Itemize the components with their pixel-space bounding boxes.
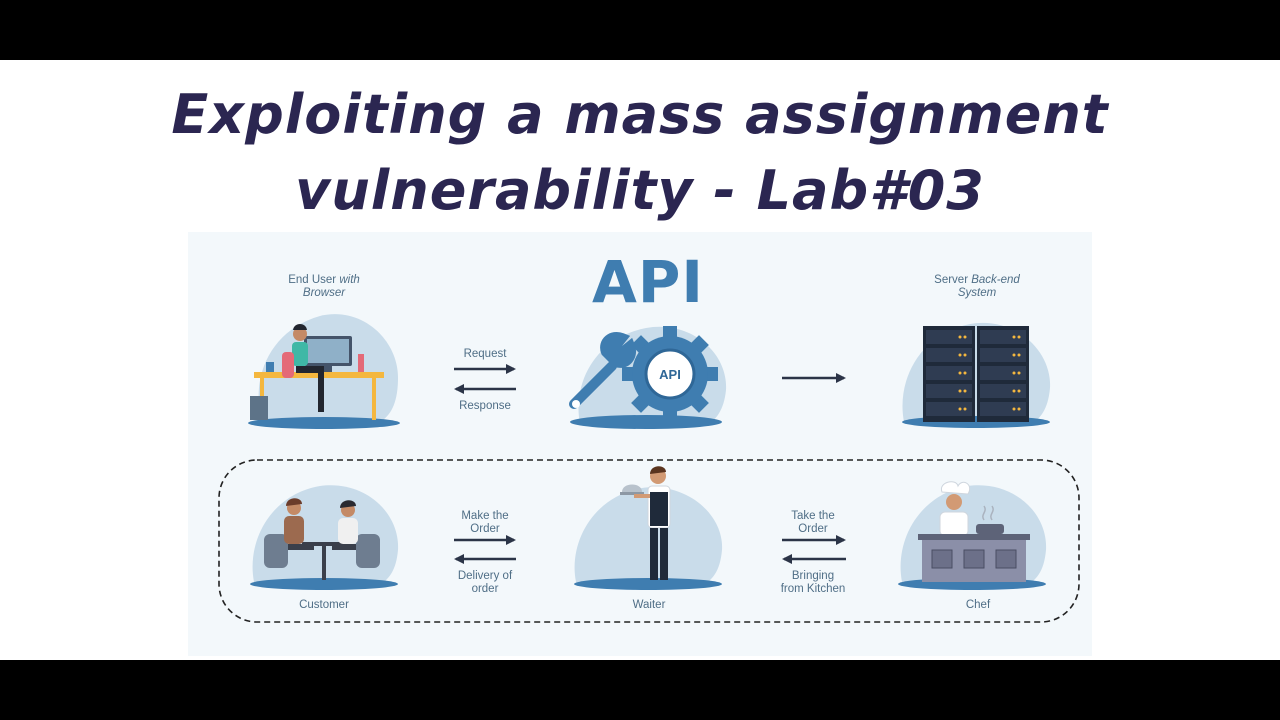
customer-label: Customer <box>299 599 349 611</box>
waiter-illustration <box>574 466 723 590</box>
gear-api-label: API <box>659 367 681 382</box>
chef-label: Chef <box>965 599 991 611</box>
waiter-label: Waiter <box>632 599 666 611</box>
customer-illustration <box>250 485 399 590</box>
title-line-1: Exploiting a mass assignment <box>171 83 1109 146</box>
server-label: Server Back-end System <box>934 274 1020 299</box>
request-label: Request <box>463 348 507 360</box>
server-illustration <box>902 322 1051 428</box>
end-user-label: End User with Browser <box>288 274 360 299</box>
api-gear-illustration <box>569 326 727 429</box>
api-heading: API <box>592 248 704 316</box>
chef-illustration <box>898 481 1047 590</box>
title-line-2: vulnerability - Lab#03 <box>295 159 985 222</box>
end-user-illustration <box>248 314 400 429</box>
response-label: Response <box>459 400 511 412</box>
